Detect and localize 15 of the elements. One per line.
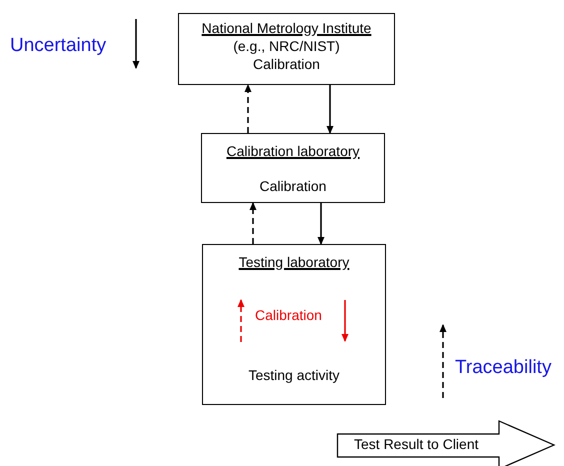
arrow-text: Test Result to Client (354, 436, 478, 453)
axis-label: Traceability (455, 357, 552, 379)
box-text: Testing activity (248, 367, 340, 384)
block-arrow (337, 420, 555, 466)
box-heading: National Metrology Institute (202, 20, 372, 37)
box-heading: Calibration laboratory (226, 143, 360, 160)
box-text: Calibration (260, 178, 326, 195)
box-heading: Testing laboratory (238, 254, 350, 271)
axis-label: Uncertainty (10, 35, 106, 57)
box-text: (e.g., NRC/NIST) (233, 38, 340, 55)
process-box (202, 244, 386, 405)
process-box (201, 133, 385, 203)
box-text: Calibration (255, 307, 322, 324)
process-box (178, 13, 395, 85)
box-text: Calibration (253, 56, 320, 73)
